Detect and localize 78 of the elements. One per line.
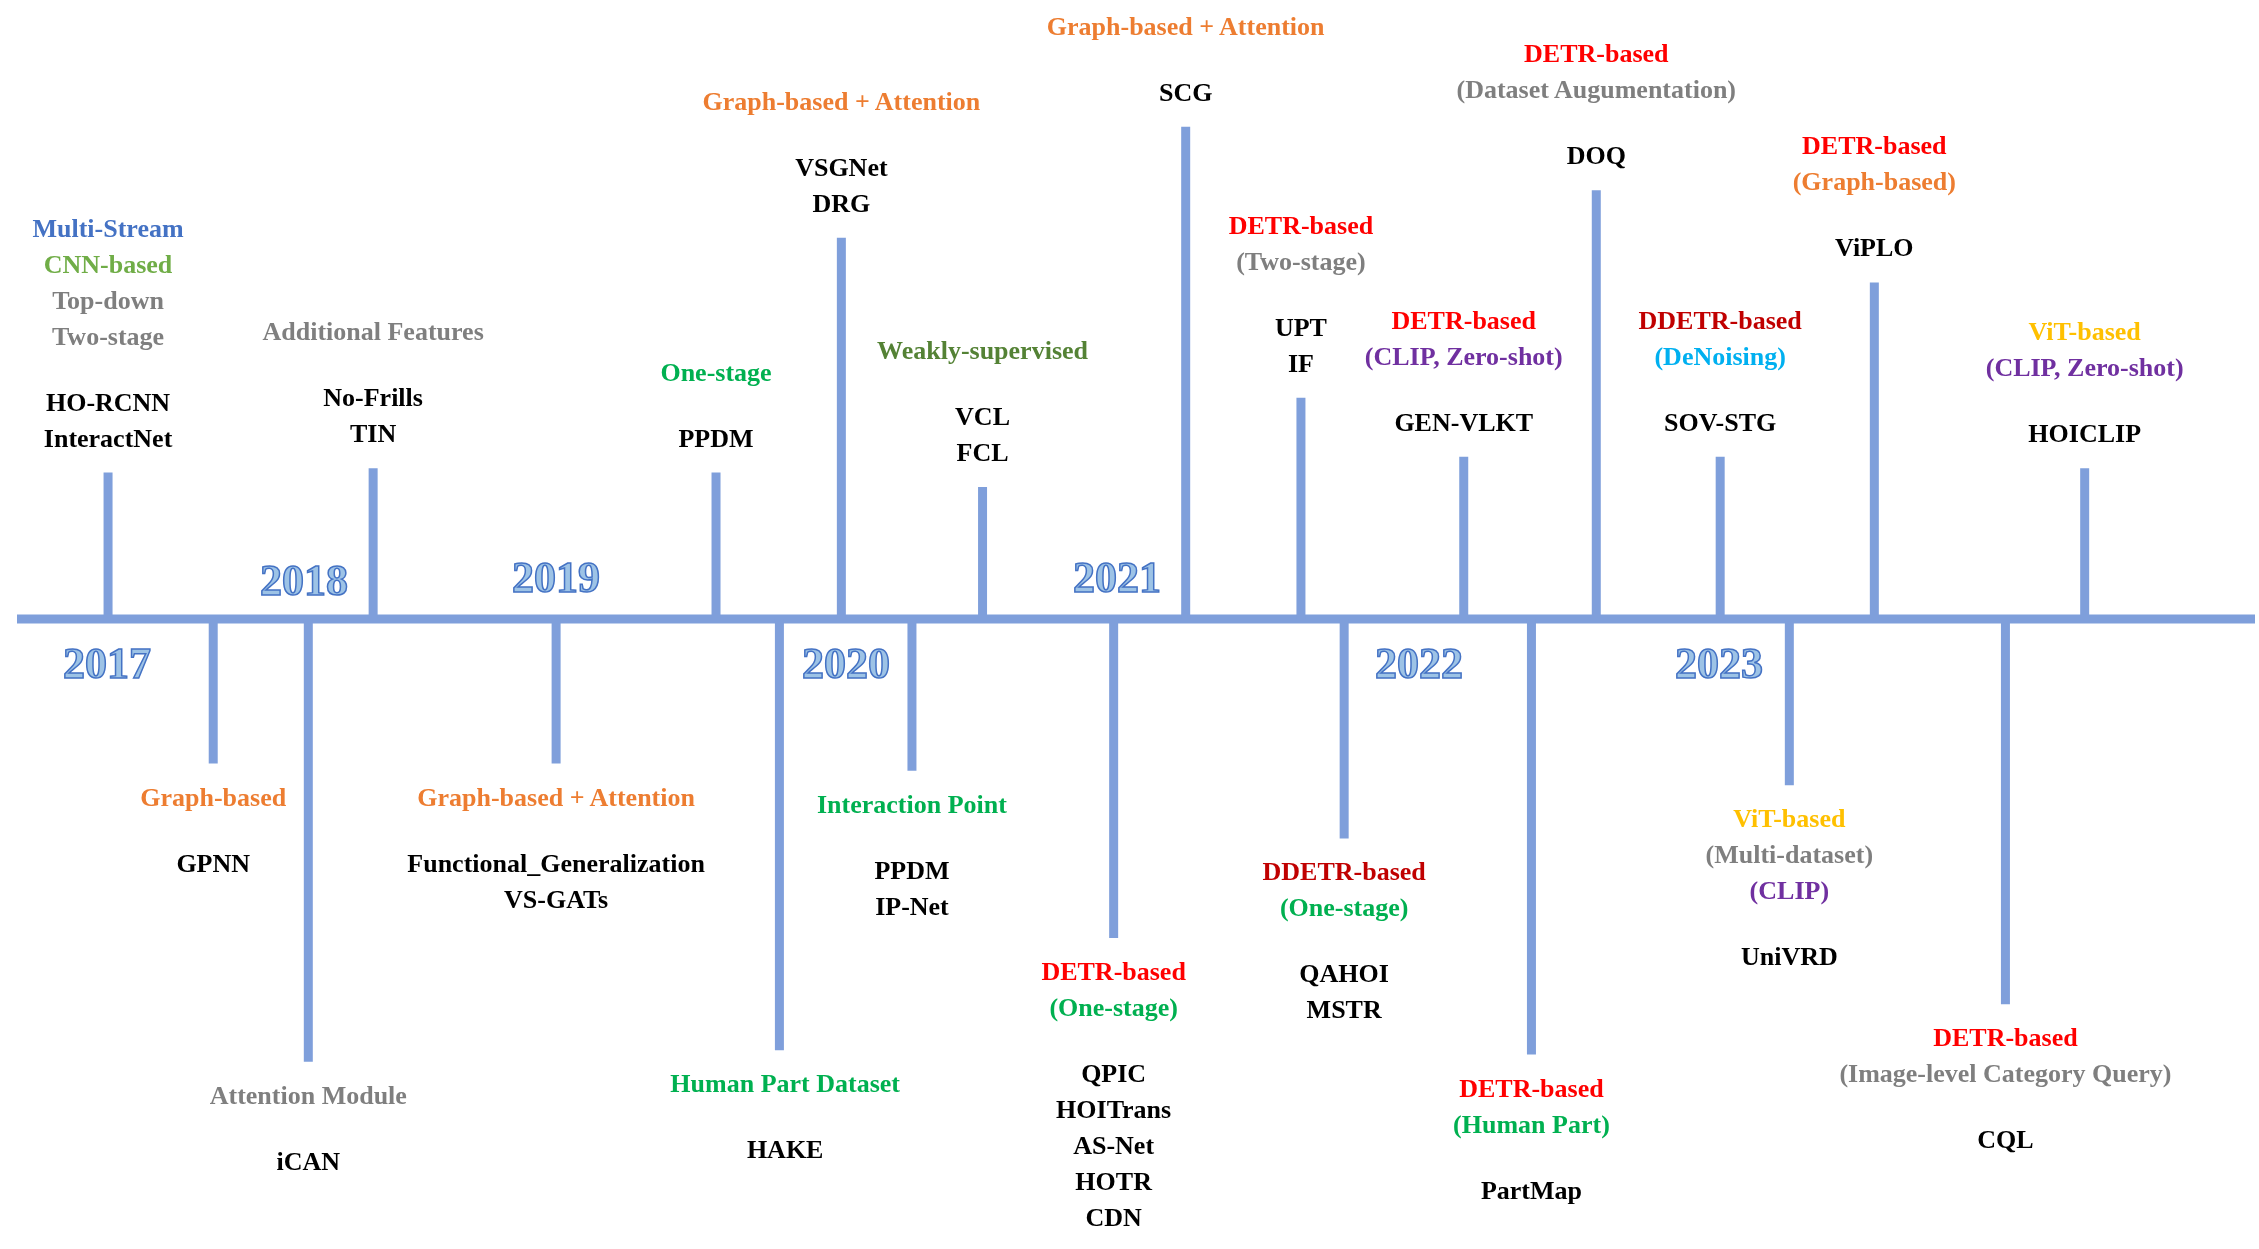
category-label: DETR-based xyxy=(1041,955,1186,988)
category-label: (Graph-based) xyxy=(1792,166,1956,199)
category-label: Graph-based + Attention xyxy=(417,781,695,814)
category-label: Graph-based xyxy=(140,781,287,814)
method-name: AS-Net xyxy=(1073,1129,1155,1162)
category-label: One-stage xyxy=(660,356,772,389)
category-label: (CLIP, Zero-shot) xyxy=(1364,340,1563,373)
category-label: (Multi-dataset) xyxy=(1705,839,1874,872)
method-name: MSTR xyxy=(1306,994,1382,1027)
method-name: GEN-VLKT xyxy=(1394,406,1534,439)
year-label: 2022 xyxy=(1375,640,1463,688)
method-name: HAKE xyxy=(746,1134,824,1167)
method-name: iCAN xyxy=(276,1145,341,1178)
method-name: HO-RCNN xyxy=(45,386,171,419)
method-name: PPDM xyxy=(874,854,950,887)
year-label: 2019 xyxy=(512,554,600,602)
method-name: No-Frills xyxy=(323,382,423,415)
category-label: (Dataset Augumentation) xyxy=(1456,74,1737,107)
method-name: PartMap xyxy=(1480,1174,1582,1207)
method-name: QPIC xyxy=(1081,1057,1147,1090)
year-label: 2021 xyxy=(1073,554,1161,602)
category-label: DETR-based xyxy=(1802,130,1947,163)
method-name: GPNN xyxy=(176,847,251,880)
method-name: SCG xyxy=(1158,76,1213,109)
method-name: TIN xyxy=(350,418,397,451)
category-label: DETR-based xyxy=(1459,1072,1604,1105)
method-name: IF xyxy=(1287,347,1314,380)
category-label: (One-stage) xyxy=(1279,892,1409,925)
method-name: UPT xyxy=(1274,311,1327,344)
category-label: Additional Features xyxy=(262,316,484,349)
method-name: CDN xyxy=(1085,1201,1142,1234)
method-name: VSGNet xyxy=(795,151,888,184)
category-label: Multi-Stream xyxy=(32,212,184,245)
category-label: Graph-based + Attention xyxy=(702,85,981,118)
method-name: ViPLO xyxy=(1835,232,1914,265)
category-label: Graph-based + Attention xyxy=(1046,10,1325,43)
category-label: Two-stage xyxy=(51,320,165,353)
category-label: (CLIP, Zero-shot) xyxy=(1985,352,2184,385)
year-label: 2018 xyxy=(260,557,348,605)
category-label: DDETR-based xyxy=(1638,304,1802,337)
method-name: Functional_Generalization xyxy=(407,847,705,880)
method-name: UniVRD xyxy=(1740,941,1838,974)
category-label: Human Part Dataset xyxy=(670,1068,900,1101)
method-name: InteractNet xyxy=(43,422,173,455)
category-label: ViT-based xyxy=(1733,803,1846,836)
year-label: 2020 xyxy=(802,640,890,688)
method-name: QAHOI xyxy=(1299,958,1389,991)
category-label: ViT-based xyxy=(2028,316,2141,349)
category-label: DDETR-based xyxy=(1262,856,1426,889)
method-name: HOITrans xyxy=(1056,1093,1172,1126)
category-label: Top-down xyxy=(52,284,164,317)
method-name: VCL xyxy=(955,400,1010,433)
category-label: (CLIP) xyxy=(1749,875,1830,908)
year-label: 2023 xyxy=(1675,640,1763,688)
category-label: CNN-based xyxy=(43,248,173,281)
method-name: PPDM xyxy=(678,422,754,455)
method-name: HOTR xyxy=(1075,1165,1152,1198)
category-label: DETR-based xyxy=(1391,304,1536,337)
method-name: FCL xyxy=(956,436,1009,469)
category-label: Interaction Point xyxy=(817,788,1007,821)
category-label: DETR-based xyxy=(1933,1022,2078,1055)
category-label: (Image-level Category Query) xyxy=(1839,1058,2172,1091)
method-name: IP-Net xyxy=(875,890,949,923)
method-name: DRG xyxy=(812,187,871,220)
method-name: HOICLIP xyxy=(2028,418,2141,451)
year-label: 2017 xyxy=(63,640,151,688)
category-label: DETR-based xyxy=(1228,209,1374,242)
category-label: (DeNoising) xyxy=(1654,340,1786,373)
method-name: SOV-STG xyxy=(1664,406,1777,439)
category-label: Weakly-supervised xyxy=(877,334,1088,367)
category-label: (One-stage) xyxy=(1049,991,1178,1024)
category-label: (Human Part) xyxy=(1453,1108,1610,1141)
category-label: DETR-based xyxy=(1524,38,1669,71)
category-label: Attention Module xyxy=(209,1079,407,1112)
method-name: CQL xyxy=(1977,1124,2034,1157)
category-label: (Two-stage) xyxy=(1236,245,1366,278)
method-name: DOQ xyxy=(1566,140,1626,173)
method-name: VS-GATs xyxy=(504,883,609,916)
